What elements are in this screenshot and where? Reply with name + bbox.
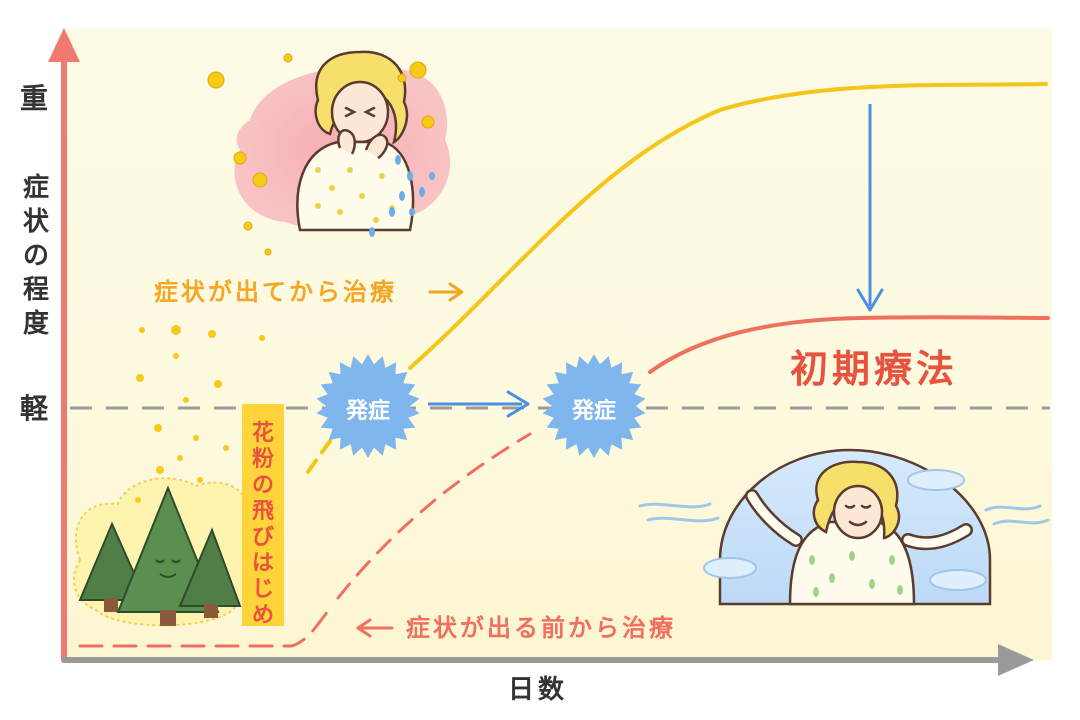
y-axis-arrow [48,28,80,62]
pollen-start-char: は [252,551,274,576]
pollen-start-band [242,404,284,626]
pollen-start-char: め [252,603,274,628]
pollen-start-char: び [252,525,274,550]
y-axis-title-char: 症 [23,172,49,203]
pollen-particles-top [207,53,435,256]
axes [48,28,1034,676]
sneeze-droplets [369,155,435,237]
cedar-trees-illustration [72,325,265,627]
late-treatment-curve [306,82,1048,474]
x-axis-title: 日数 [508,675,568,705]
late-treatment-annotation: 症状が出てから治療 [154,278,464,306]
onset-badge-1: 発症 [316,354,420,458]
y-high-label: 重 [20,82,48,115]
x-axis-arrow [998,644,1034,676]
pollen-start-char: 飛 [252,499,274,524]
relaxed-person-illustration [638,448,1050,606]
onset-burst-shape [316,354,420,458]
clouds [703,469,987,591]
early-treatment-curve [78,315,1050,648]
wind-lines [638,502,1050,526]
relaxed-person-arms-fill [747,491,971,548]
relaxed-person-smile [844,504,872,527]
tree-right [178,527,242,618]
y-axis-title-char: 程 [23,275,49,305]
late-curve-solid [408,82,1048,370]
pollen-start-char: 粉 [252,447,274,472]
late-treatment-label: 症状が出てから治療 [154,278,397,306]
onset-badge-2: 発症 [542,354,646,458]
pollen-particles-trees [135,325,265,503]
person-hair [314,50,409,145]
person-eyes [344,106,376,118]
shirt-leaf-pattern [809,551,903,597]
pollen-start-char: 花 [252,420,274,446]
y-axis-title-char: 状 [23,207,50,237]
late-curve-dashed [306,434,336,474]
pollen-start-char: じ [252,577,274,602]
onset-label-2: 発症 [571,398,616,424]
y-axis-title-char: 度 [23,308,49,339]
pollen-start-char: の [252,473,274,498]
sneezing-person-illustration [207,50,451,256]
symptom-reduction-arrow [856,104,884,312]
early-treatment-annotation: 症状が出る前から治療 [356,614,676,642]
onset-delay-arrow [428,390,530,418]
y-low-label: 軽 [20,392,49,425]
early-curve-baseline [78,604,334,648]
early-therapy-label: 初期療法 [790,347,958,391]
y-axis-title-char: の [23,241,49,271]
onset-burst-shape [542,354,646,458]
early-curve-dashed-rise [336,432,532,600]
relaxed-person-hair [812,460,901,540]
person-body [296,140,415,232]
early-treatment-label: 症状が出る前から治療 [406,614,676,642]
person-hands [337,129,389,160]
relaxed-person-face [832,484,884,540]
onset-label-1: 発症 [345,398,390,424]
early-curve-solid [648,315,1050,374]
